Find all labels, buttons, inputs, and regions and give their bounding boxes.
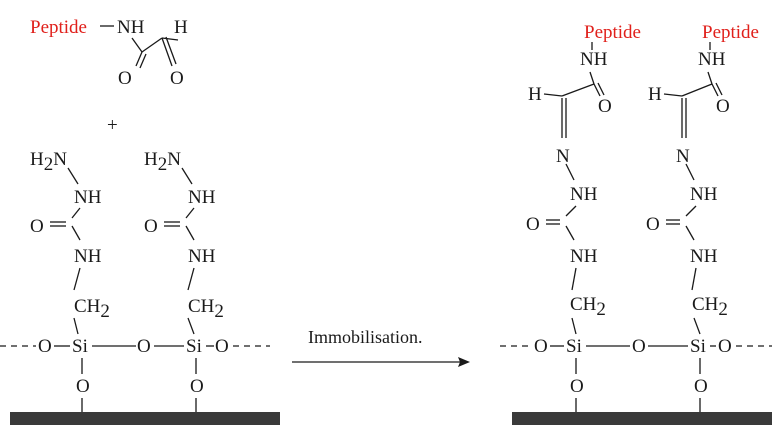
carbonyl2-bond-b bbox=[165, 36, 177, 65]
carbonyl-o-label: O bbox=[598, 96, 612, 117]
bond-nh-c bbox=[589, 71, 595, 85]
siloxane-o-bridge: O bbox=[137, 336, 151, 357]
si-label: Si bbox=[72, 336, 88, 357]
bond-n-nh bbox=[67, 167, 79, 185]
silica-surface-bar bbox=[512, 412, 772, 425]
peptide-label: Peptide bbox=[30, 17, 87, 38]
silica-surface-bar bbox=[10, 412, 280, 425]
bond-c-ch bbox=[681, 83, 713, 97]
hydrazide-nh-label: NH bbox=[690, 184, 718, 205]
bond-c-nh2 bbox=[685, 225, 695, 241]
bond-nh-ch2 bbox=[691, 267, 697, 291]
carbonyl-bond-a bbox=[593, 83, 601, 97]
plus-sign: + bbox=[107, 115, 118, 136]
bond-n-nh bbox=[565, 163, 575, 181]
carbonyl-bond-b bbox=[597, 82, 605, 96]
surface-chain-a: H2N NH O NH CH2 Si O bbox=[30, 149, 110, 412]
anchor-o-label: O bbox=[76, 376, 90, 397]
reaction-arrow: Immobilisation. bbox=[292, 327, 470, 367]
siloxane-o-bridge: O bbox=[632, 336, 646, 357]
ch2-label: CH2 bbox=[74, 296, 110, 322]
bond-nh-c1 bbox=[131, 37, 143, 53]
anchor-o-label: O bbox=[570, 376, 584, 397]
surface-chain-b: H2N NH O NH CH2 Si O bbox=[144, 149, 224, 412]
si-label: Si bbox=[186, 336, 202, 357]
arrow-head bbox=[458, 357, 470, 367]
carbonyl1-o-label: O bbox=[118, 68, 132, 89]
bond-h-c bbox=[663, 93, 683, 97]
bond-nh-ch2 bbox=[187, 267, 195, 291]
carbonyl-o-label: O bbox=[716, 96, 730, 117]
carbonyl1-bond-a bbox=[135, 51, 143, 67]
siloxane-o-right: O bbox=[718, 336, 732, 357]
si-label: Si bbox=[690, 336, 706, 357]
carbonyl2-bond-a bbox=[161, 37, 173, 67]
bond-nh-ch2 bbox=[73, 267, 81, 291]
hydrazide-nh-label: NH bbox=[188, 187, 216, 208]
bond-ch2-si bbox=[187, 317, 195, 335]
hydrazide-nh-label: NH bbox=[74, 187, 102, 208]
bond-n-nh bbox=[181, 167, 193, 185]
ch2-label: CH2 bbox=[692, 294, 728, 320]
si-label: Si bbox=[566, 336, 582, 357]
bond-c-nh bbox=[185, 225, 195, 241]
h2n-label: H2N bbox=[144, 149, 181, 175]
peptide-glyoxylyl-reactant: Peptide NH H O O bbox=[30, 17, 188, 89]
bond-c-nh2 bbox=[565, 225, 575, 241]
bond-nh-c bbox=[185, 207, 195, 219]
bond-ch2-si bbox=[73, 317, 79, 335]
amide-nh2-label: NH bbox=[570, 246, 598, 267]
bond-c1-c2 bbox=[141, 37, 163, 53]
peptide-label: Peptide bbox=[584, 22, 641, 43]
anchor-o-label: O bbox=[190, 376, 204, 397]
hydrazide-nh-label: NH bbox=[570, 184, 598, 205]
imine-h-label: H bbox=[648, 84, 662, 105]
product-chain-a: Peptide NH O H N NH O NH CH2 Si bbox=[526, 22, 641, 412]
bond-c-ch bbox=[561, 83, 595, 97]
imine-n-label: N bbox=[556, 146, 570, 167]
anchor-o-label: O bbox=[694, 376, 708, 397]
ch2-label: CH2 bbox=[570, 294, 606, 320]
amide-nh-label: NH bbox=[188, 246, 216, 267]
bond-nh-c bbox=[707, 71, 713, 85]
imine-n-label: N bbox=[676, 146, 690, 167]
product-chain-b: Peptide NH O H N NH O NH CH2 Si bbox=[646, 22, 759, 412]
bond-ch2-si bbox=[693, 317, 701, 335]
imine-h-label: H bbox=[528, 84, 542, 105]
bond-c-nh bbox=[71, 225, 81, 241]
carbonyl-o-label: O bbox=[30, 216, 44, 237]
left-surface: H2N NH O NH CH2 Si O H2N NH O bbox=[0, 149, 280, 425]
amide-nh-label: NH bbox=[580, 49, 608, 70]
siloxane-o-left: O bbox=[38, 336, 52, 357]
amide-nh-label: NH bbox=[698, 49, 726, 70]
carbonyl-bond-a bbox=[711, 83, 719, 97]
amide-nh-label: NH bbox=[74, 246, 102, 267]
peptide-label: Peptide bbox=[702, 22, 759, 43]
amide-nh-label: NH bbox=[117, 17, 145, 38]
carbonyl-bond-b bbox=[715, 82, 723, 96]
carbonyl1-bond-b bbox=[139, 53, 147, 69]
bond-h-c bbox=[543, 93, 563, 97]
bond-nh-c2 bbox=[685, 205, 697, 217]
bond-nh-ch2 bbox=[571, 267, 577, 291]
siloxane-o-left: O bbox=[534, 336, 548, 357]
bond-n-nh bbox=[685, 163, 695, 181]
bond-nh-c bbox=[71, 207, 81, 219]
siloxane-o-right: O bbox=[215, 336, 229, 357]
urea-o-label: O bbox=[646, 214, 660, 235]
urea-o-label: O bbox=[526, 214, 540, 235]
h2n-label: H2N bbox=[30, 149, 67, 175]
bond-c2-h bbox=[161, 37, 179, 41]
bond-nh-c2 bbox=[565, 205, 577, 217]
carbonyl2-o-label: O bbox=[170, 68, 184, 89]
amide-nh2-label: NH bbox=[690, 246, 718, 267]
aldehyde-h-label: H bbox=[174, 17, 188, 38]
bond-ch2-si bbox=[571, 317, 577, 335]
product-surface: Peptide NH O H N NH O NH CH2 Si bbox=[500, 22, 772, 425]
ch2-label: CH2 bbox=[188, 296, 224, 322]
arrow-label: Immobilisation. bbox=[308, 327, 423, 347]
carbonyl-o-label: O bbox=[144, 216, 158, 237]
